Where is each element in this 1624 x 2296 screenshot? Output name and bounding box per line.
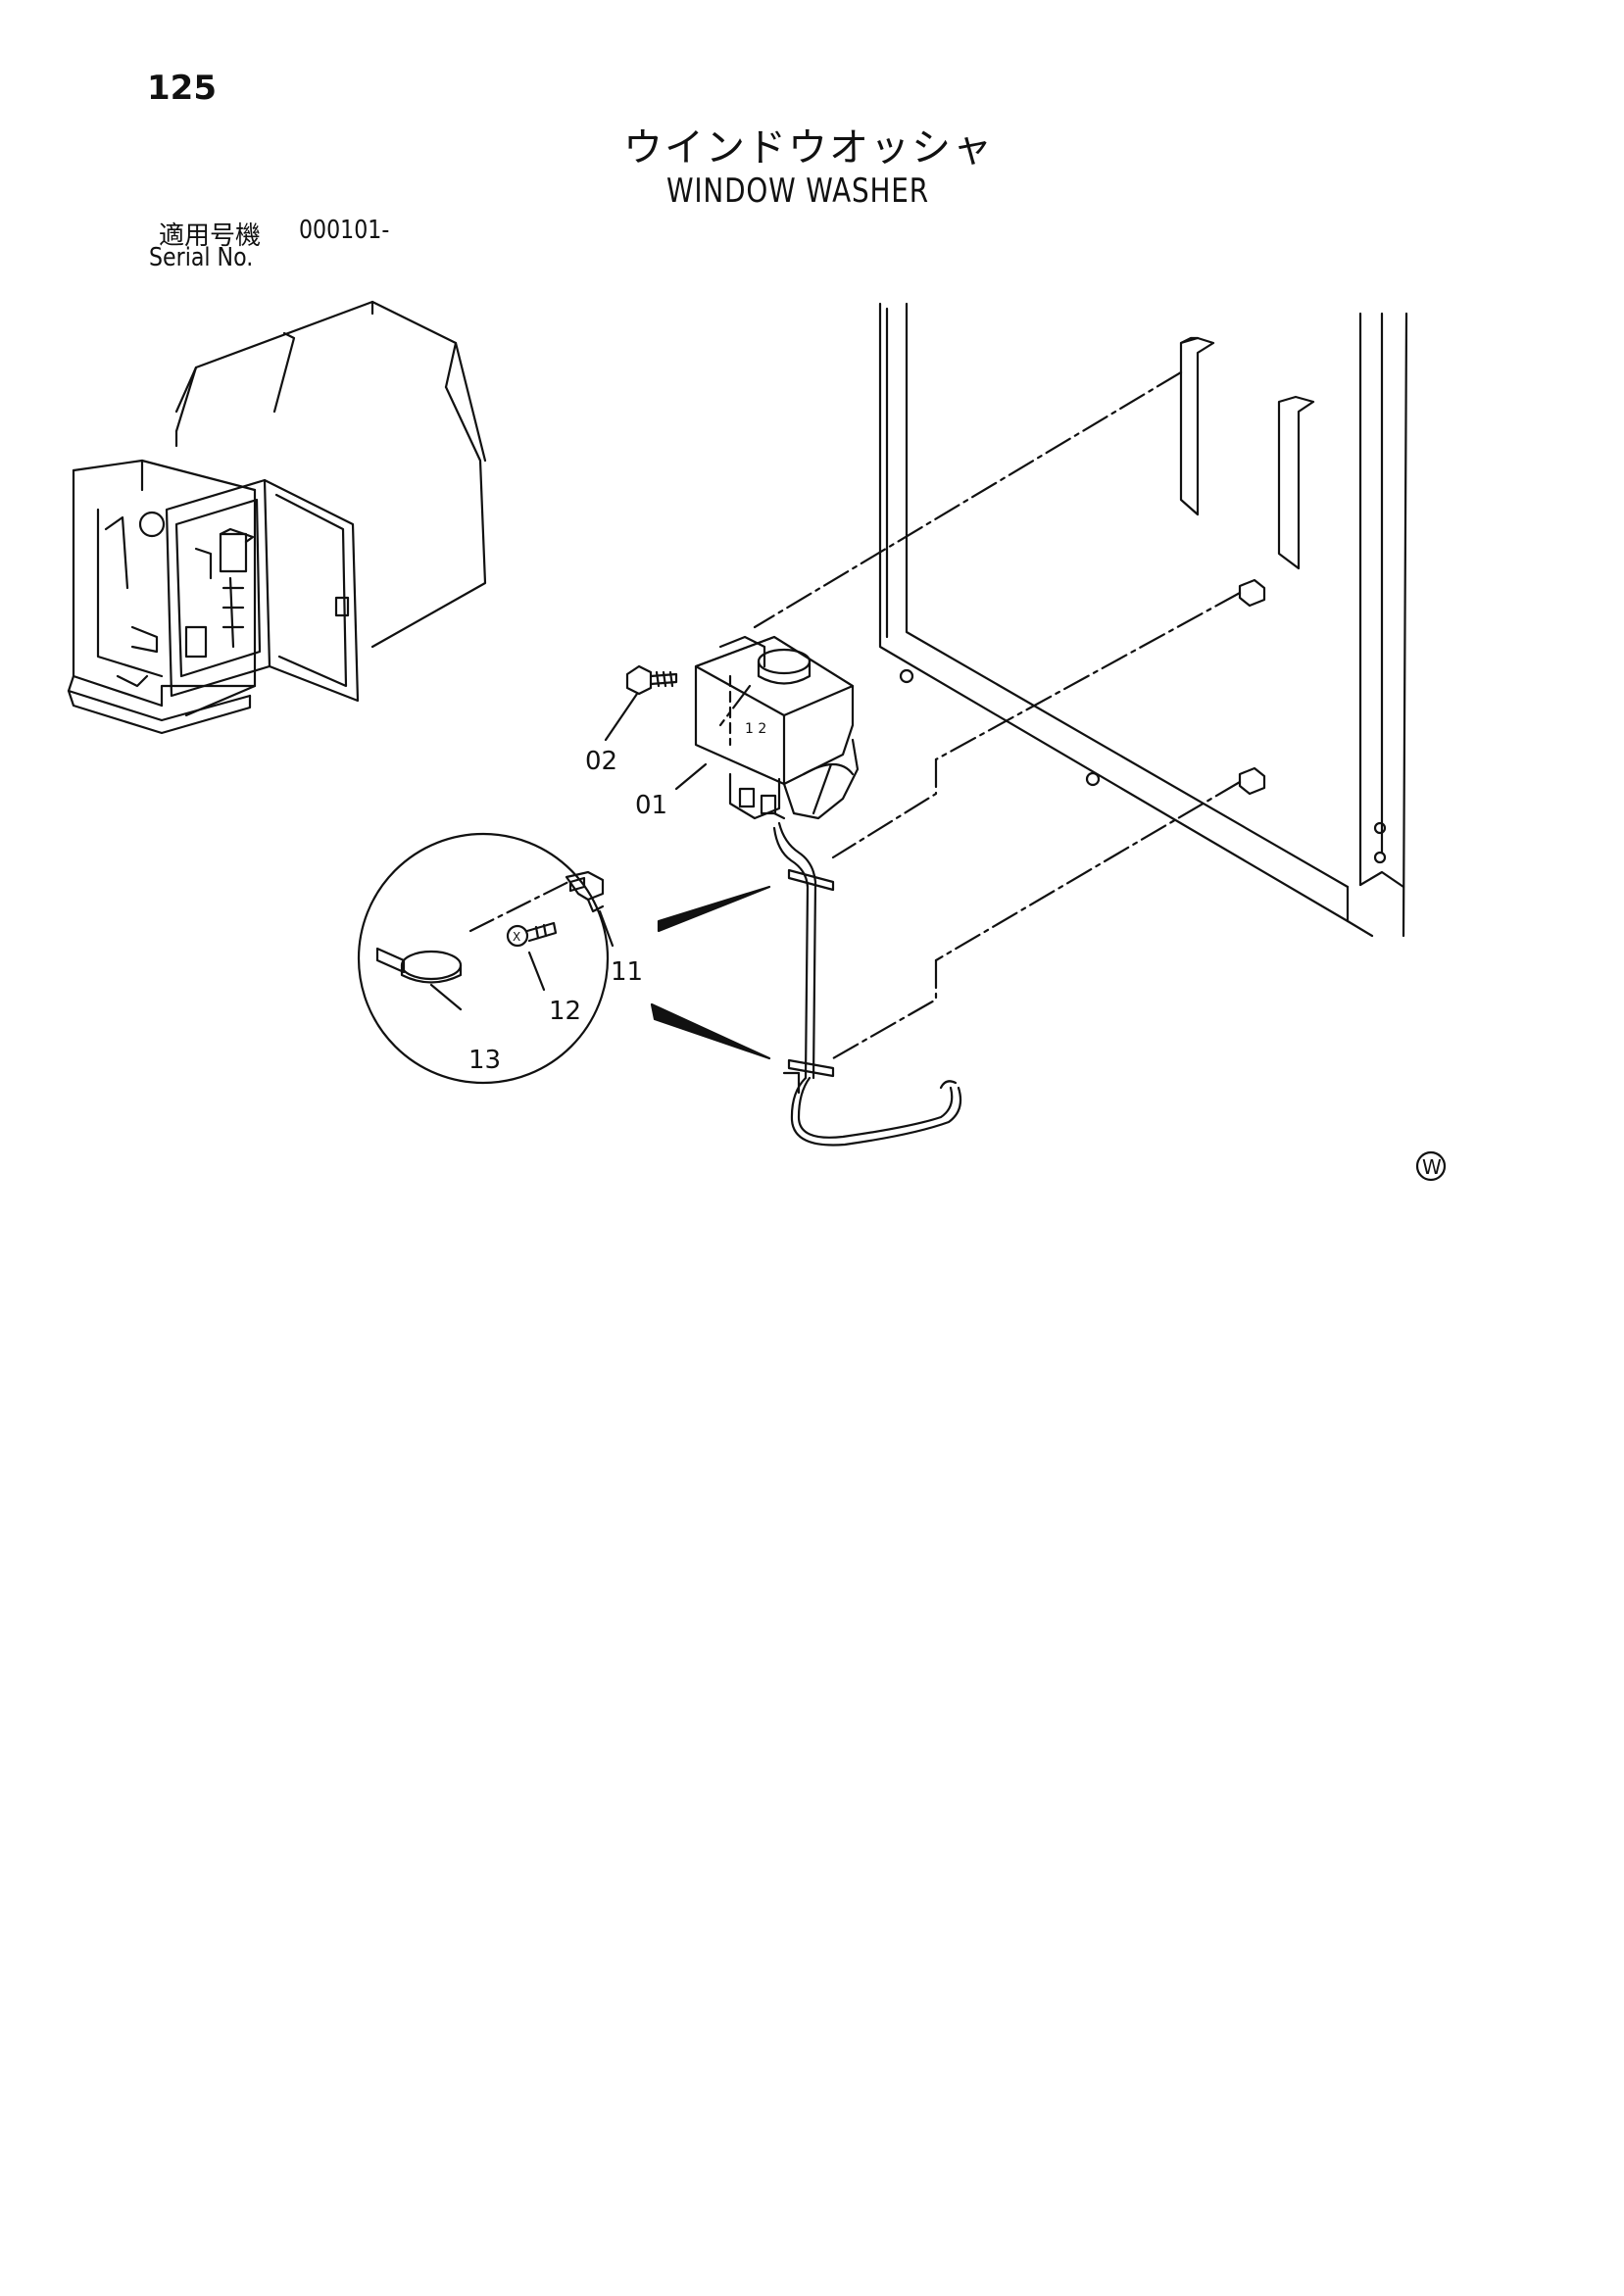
serial-label-english: Serial No.: [149, 243, 254, 272]
detail-pointers: [650, 885, 771, 1060]
title-english: WINDOW WASHER: [666, 171, 929, 211]
bolt-02: [625, 664, 678, 696]
serial-label-japanese: 適用号機: [159, 221, 262, 251]
serial-value: 000101-: [299, 216, 390, 245]
detail-view: [357, 832, 615, 1085]
reference-lines: [718, 370, 1242, 1060]
callout-11: 11: [611, 957, 643, 987]
page-number: 125: [147, 69, 217, 108]
corner-code-mark: W: [1422, 1155, 1442, 1179]
callout-02: 02: [585, 747, 617, 776]
tank-label: 1 2: [745, 721, 766, 737]
callout-12: 12: [549, 997, 581, 1026]
machine-overview-sketch: [67, 300, 487, 735]
callout-01: 01: [635, 791, 667, 820]
screw-head-mark: X: [513, 930, 520, 944]
washer-hose: [772, 821, 962, 1147]
cab-side-panel: [878, 302, 1408, 938]
callout-13: 13: [468, 1046, 501, 1075]
washer-tank: [694, 635, 860, 820]
title-japanese: ウインドウオッシャ: [623, 125, 994, 171]
